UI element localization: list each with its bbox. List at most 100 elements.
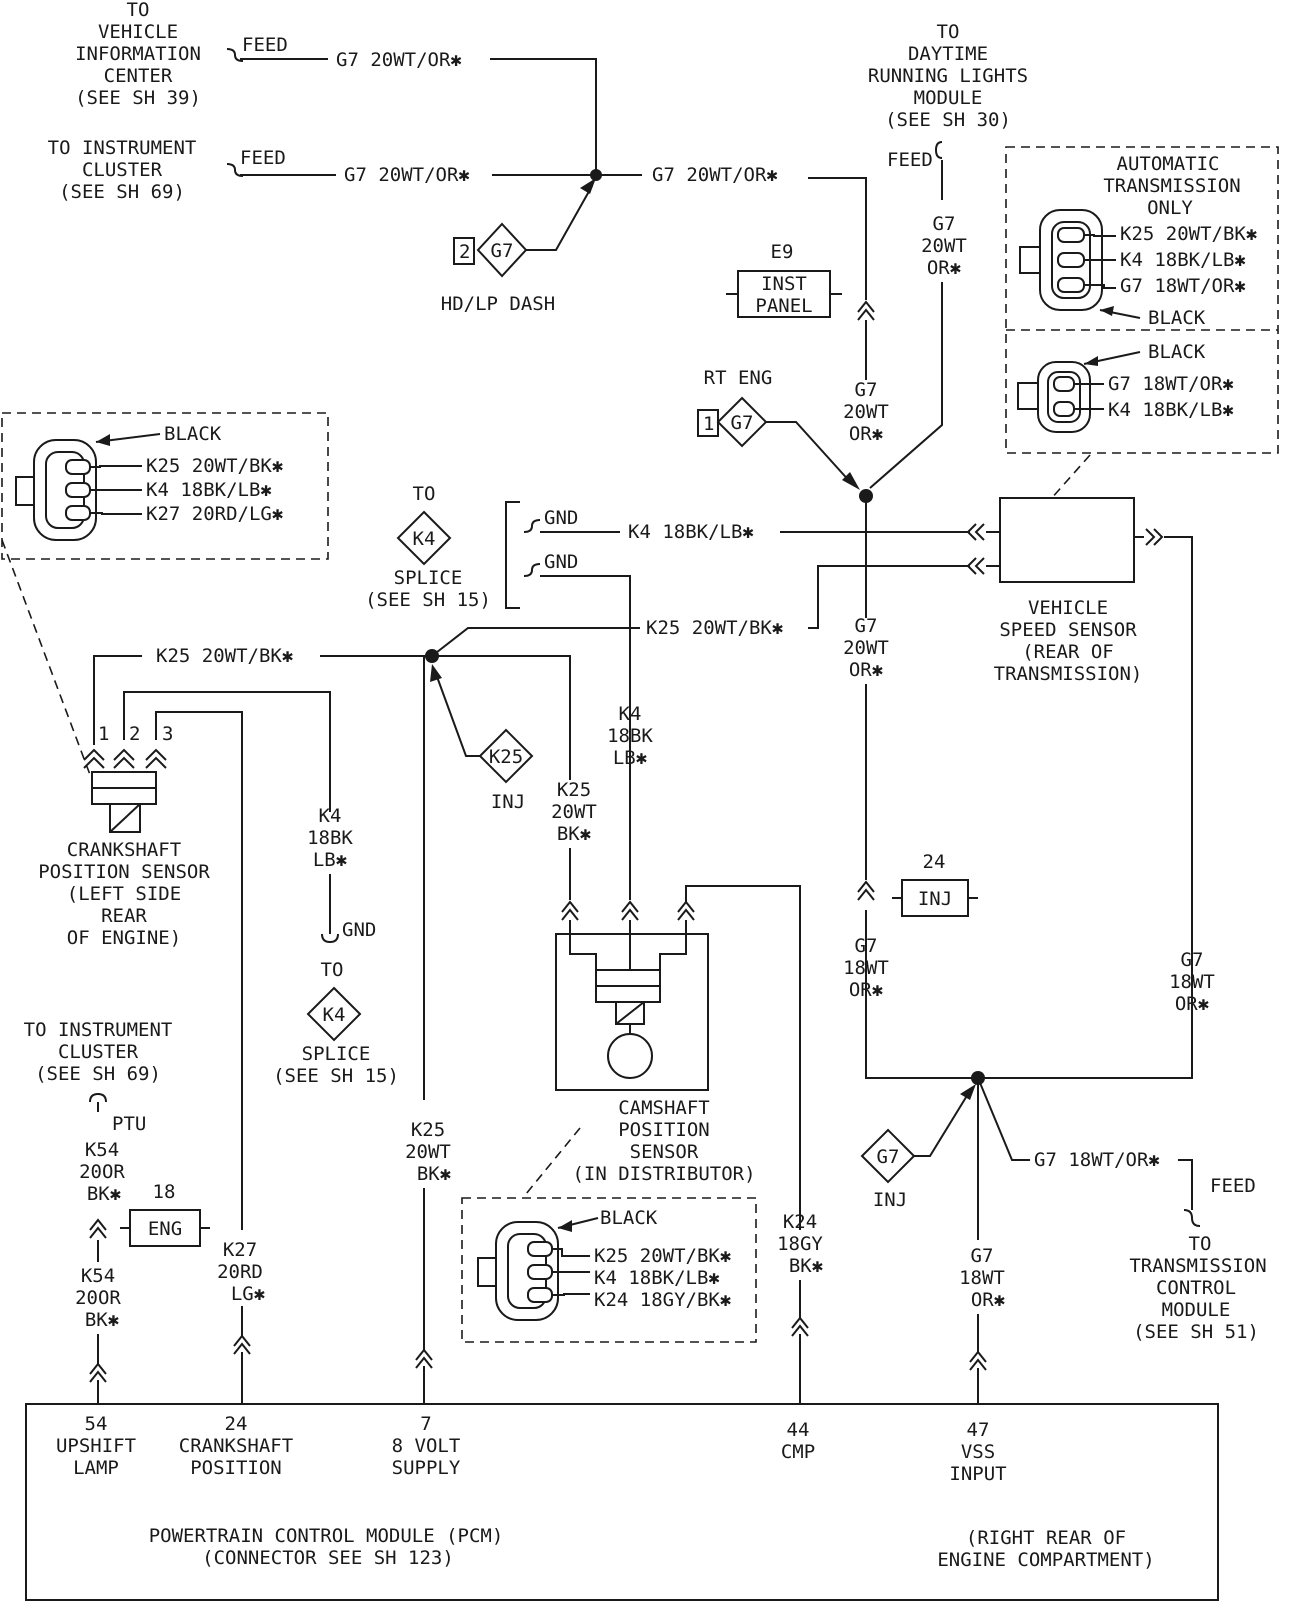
wire-label-k25-left: K25 20WT/BK✱ bbox=[156, 645, 293, 667]
svg-text:K4: K4 bbox=[619, 703, 642, 725]
svg-text:CAMSHAFT: CAMSHAFT bbox=[618, 1097, 710, 1119]
svg-text:MODULE: MODULE bbox=[1162, 1299, 1231, 1321]
camshaft-sensor-label: CAMSHAFT POSITION SENSOR (IN DISTRIBUTOR… bbox=[572, 1097, 755, 1185]
instrument-cluster-label: TO INSTRUMENT CLUSTER (SEE SH 69) bbox=[48, 137, 197, 203]
wire bbox=[93, 655, 142, 740]
svg-text:K24: K24 bbox=[783, 1211, 817, 1233]
wire bbox=[808, 177, 867, 300]
svg-text:G7: G7 bbox=[855, 615, 878, 637]
connector-symbol bbox=[966, 523, 985, 541]
svg-text:G7: G7 bbox=[855, 935, 878, 957]
svg-text:RUNNING LIGHTS: RUNNING LIGHTS bbox=[868, 65, 1028, 87]
connector-color: BLACK bbox=[1148, 307, 1206, 329]
svg-text:ONLY: ONLY bbox=[1147, 197, 1193, 219]
feed-symbol bbox=[934, 141, 943, 159]
lower-instrument-cluster-label: TO INSTRUMENT CLUSTER (SEE SH 69) bbox=[24, 1019, 173, 1085]
svg-text:TO: TO bbox=[127, 0, 150, 21]
splice-diamond bbox=[306, 986, 362, 1042]
connector-symbol bbox=[233, 1334, 251, 1355]
svg-text:SUPPLY: SUPPLY bbox=[392, 1457, 461, 1479]
svg-text:OR✱: OR✱ bbox=[927, 257, 961, 279]
pin-label: K27 20RD/LG✱ bbox=[146, 503, 283, 525]
svg-text:CLUSTER: CLUSTER bbox=[82, 159, 163, 181]
svg-text:BK✱: BK✱ bbox=[417, 1163, 451, 1185]
ground-label: RT ENG bbox=[704, 367, 773, 389]
svg-text:K54: K54 bbox=[85, 1139, 119, 1161]
arrow-head bbox=[960, 1084, 976, 1100]
k24-label: K24 18GY BK✱ bbox=[777, 1211, 823, 1277]
connector-symbol bbox=[966, 557, 985, 575]
inst-panel-line2: PANEL bbox=[755, 295, 812, 317]
pin-label: K4 18BK/LB✱ bbox=[1120, 249, 1246, 271]
connector-3pin-crank bbox=[15, 439, 142, 541]
svg-text:SPEED SENSOR: SPEED SENSOR bbox=[999, 619, 1137, 641]
wire bbox=[435, 673, 480, 757]
ground-code: G7 bbox=[491, 240, 514, 262]
svg-text:(SEE SH 69): (SEE SH 69) bbox=[59, 181, 185, 203]
k25-down-label: K25 20WT BK✱ bbox=[551, 779, 597, 845]
pin-label: K25 20WT/BK✱ bbox=[1120, 223, 1257, 245]
pcm-pin-47: 47 VSS INPUT bbox=[949, 1419, 1006, 1485]
splice-diamond bbox=[396, 510, 452, 566]
pcm-box bbox=[25, 1403, 1219, 1601]
splice-code: K4 bbox=[323, 1004, 346, 1026]
svg-text:OF ENGINE): OF ENGINE) bbox=[67, 927, 181, 949]
svg-text:(SEE SH 51): (SEE SH 51) bbox=[1133, 1321, 1259, 1343]
wire bbox=[659, 920, 687, 970]
pin-label: K4 18BK/LB✱ bbox=[146, 479, 272, 501]
svg-text:18WT: 18WT bbox=[959, 1267, 1005, 1289]
feed-label: FEED bbox=[1210, 1175, 1256, 1197]
svg-text:18WT: 18WT bbox=[843, 957, 889, 979]
connector-symbol bbox=[415, 1348, 433, 1369]
connector-symbol bbox=[1145, 528, 1164, 546]
svg-text:18BK: 18BK bbox=[607, 725, 653, 747]
wire-label-feed: G7 18WT/OR✱ bbox=[1034, 1149, 1160, 1171]
splice-label: SPLICE bbox=[302, 1043, 371, 1065]
k54-down-label: K54 20OR BK✱ bbox=[75, 1265, 121, 1331]
arrow-head bbox=[558, 1220, 572, 1232]
svg-text:TO: TO bbox=[937, 21, 960, 43]
wire bbox=[869, 282, 943, 489]
g7-18-label-right: G7 18WT OR✱ bbox=[1169, 949, 1215, 1015]
pin-label: K25 20WT/BK✱ bbox=[594, 1245, 731, 1267]
svg-text:G7: G7 bbox=[855, 379, 878, 401]
connector-symbol bbox=[83, 748, 105, 769]
wire bbox=[569, 920, 597, 970]
svg-text:54: 54 bbox=[85, 1413, 108, 1435]
splice-label: SPLICE bbox=[394, 567, 463, 589]
connector-symbol bbox=[677, 900, 695, 921]
svg-text:LB✱: LB✱ bbox=[313, 849, 347, 871]
connector-color: BLACK bbox=[1148, 341, 1206, 363]
ptu-symbol bbox=[89, 1092, 107, 1103]
wire bbox=[155, 711, 243, 1230]
tcm-label: TO TRANSMISSION CONTROL MODULE (SEE SH 5… bbox=[1129, 1233, 1266, 1343]
connector-symbol bbox=[89, 1218, 107, 1239]
sensor-line bbox=[615, 1001, 645, 1025]
pcm-pin-7: 7 8 VOLT SUPPLY bbox=[392, 1413, 461, 1479]
wire bbox=[914, 1093, 969, 1157]
ground-symbol bbox=[523, 519, 541, 533]
connector-symbol bbox=[561, 900, 579, 921]
svg-text:OR✱: OR✱ bbox=[1175, 993, 1209, 1015]
svg-text:POSITION: POSITION bbox=[190, 1457, 282, 1479]
feed-label: FEED bbox=[887, 149, 933, 171]
gnd-label: GND bbox=[544, 507, 578, 529]
wire bbox=[490, 58, 597, 174]
arrow-head bbox=[842, 472, 860, 490]
svg-text:UPSHIFT: UPSHIFT bbox=[56, 1435, 136, 1457]
svg-text:TRANSMISSION: TRANSMISSION bbox=[1103, 175, 1240, 197]
ground-number-box bbox=[453, 237, 475, 265]
svg-text:CMP: CMP bbox=[781, 1441, 815, 1463]
feed-label: FEED bbox=[240, 147, 286, 169]
svg-text:7: 7 bbox=[420, 1413, 431, 1435]
wire bbox=[123, 691, 331, 812]
wire bbox=[540, 575, 631, 890]
pcm-pin-44: 44 CMP bbox=[781, 1419, 815, 1463]
svg-text:LG✱: LG✱ bbox=[231, 1283, 265, 1305]
splice-see: (SEE SH 15) bbox=[273, 1065, 399, 1087]
auto-trans-title: AUTOMATIC TRANSMISSION ONLY bbox=[1103, 153, 1240, 219]
svg-text:20WT: 20WT bbox=[921, 235, 967, 257]
inj-diamond bbox=[860, 1128, 916, 1184]
connector-symbol bbox=[145, 748, 167, 769]
daytime-running-lights-label: TO DAYTIME RUNNING LIGHTS MODULE (SEE SH… bbox=[868, 21, 1028, 131]
